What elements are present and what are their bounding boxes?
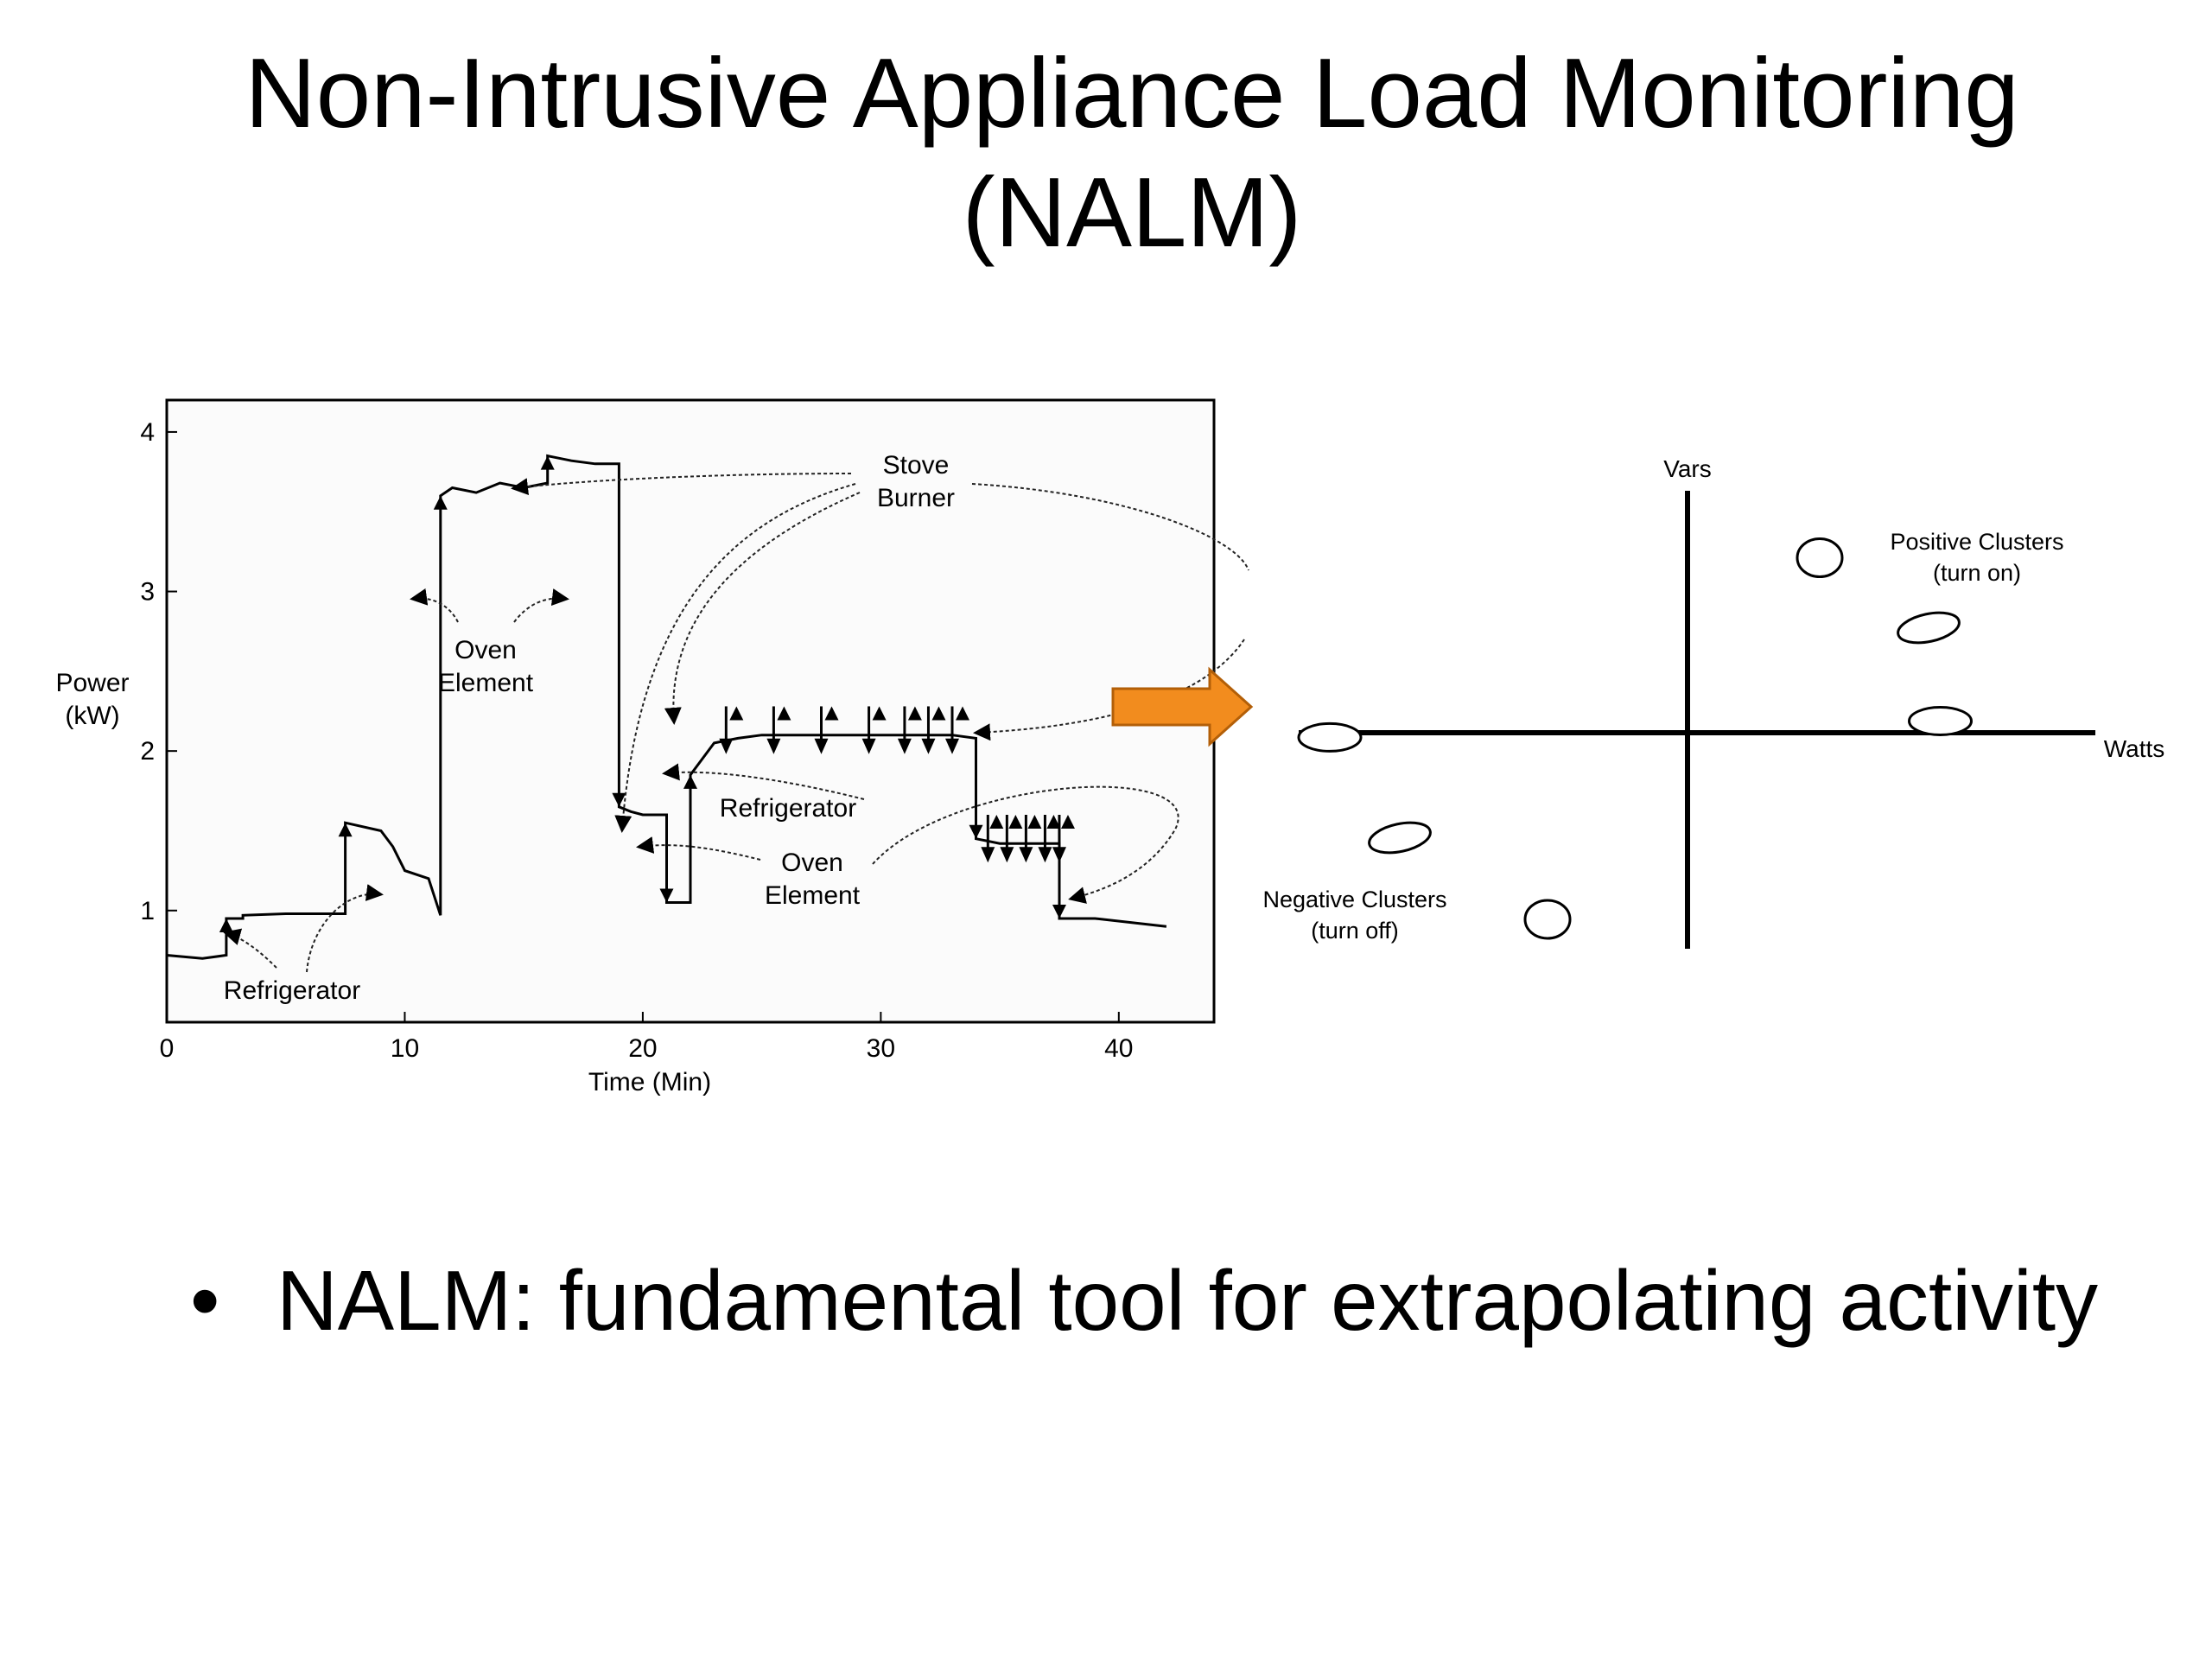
turn-on-arrow	[872, 706, 887, 721]
positive-clusters-label-2: (turn on)	[1933, 560, 2021, 586]
turn-on-arrow	[1008, 815, 1023, 829]
y-tick-label: 1	[140, 897, 155, 925]
turn-off-arrow	[612, 792, 626, 807]
turn-off-arrow	[766, 738, 781, 754]
negative-cluster	[1368, 821, 1432, 855]
y-tick-label: 2	[140, 737, 155, 766]
turn-off-arrow	[1052, 905, 1066, 918]
turn-off-arrow	[1052, 847, 1066, 863]
axis-ticks: 0 10 20 30 40 1 2 3 4	[140, 418, 1133, 1063]
turn-on-arrow	[1060, 815, 1075, 829]
plot-background	[165, 398, 1216, 1024]
x-axis-label: Time (Min)	[588, 1068, 711, 1096]
turn-off-arrow	[897, 738, 912, 754]
x-tick-label: 20	[628, 1034, 657, 1063]
turn-off-arrow	[659, 888, 674, 903]
negative-cluster	[1523, 899, 1572, 940]
y-tick-label: 4	[140, 418, 155, 447]
turn-on-arrow	[956, 706, 969, 721]
y-tick-label: 3	[140, 578, 155, 607]
y-axis-label-line1: Power	[55, 669, 129, 697]
vars-axis-label: Vars	[1663, 455, 1712, 482]
power-time-chart: 0 10 20 30 40 1 2 3 4 Power (kW) Time (Min) Stov…	[55, 398, 1249, 1096]
x-tick-label: 40	[1104, 1034, 1133, 1063]
annotation-refrigerator-mid: Refrigerator	[720, 794, 856, 823]
positive-cluster	[1796, 537, 1844, 578]
turn-off-arrow	[1038, 847, 1052, 863]
annotation-stove-burner-2: Burner	[877, 484, 955, 512]
negative-clusters-label-1: Negative Clusters	[1262, 887, 1446, 912]
turn-off-arrow	[1019, 847, 1033, 863]
turn-off-arrow	[861, 738, 876, 754]
annotation-refrigerator-bottom: Refrigerator	[224, 976, 360, 1005]
turn-on-arrow	[1046, 815, 1061, 829]
turn-off-arrow	[969, 824, 983, 839]
positive-cluster	[1897, 611, 1961, 645]
positive-clusters-label-1: Positive Clusters	[1890, 529, 2063, 555]
annotation-oven-element-top-2: Element	[438, 669, 534, 697]
turn-off-arrow	[1000, 847, 1014, 863]
watts-vars-plane: Vars Watts Positive Clusters (turn on) N…	[1262, 455, 2164, 949]
clusters	[1297, 537, 1973, 940]
annotation-oven-element-mid-2: Element	[765, 881, 861, 910]
negative-cluster	[1297, 721, 1363, 753]
watts-axis-label: Watts	[2104, 735, 2165, 762]
power-series	[166, 454, 1167, 960]
y-axis-label-line2: (kW)	[65, 702, 119, 730]
slide-title: Non-Intrusive Appliance Load Monitoring …	[0, 35, 2212, 273]
turn-off-arrow	[981, 847, 995, 863]
turn-off-arrow	[945, 738, 959, 754]
turn-off-arrow	[719, 738, 734, 754]
turn-on-arrow	[824, 706, 839, 721]
event-arrows	[219, 455, 1075, 932]
bullet-dot: •	[190, 1253, 220, 1348]
turn-on-arrow	[907, 706, 922, 721]
x-tick-label: 30	[867, 1034, 895, 1063]
turn-off-arrow	[814, 738, 829, 754]
turn-on-arrow	[777, 706, 791, 721]
callout-curves	[223, 473, 1249, 973]
bullet-text: NALM: fundamental tool for extrapolating…	[276, 1253, 2099, 1348]
annotation-oven-element-top-1: Oven	[454, 636, 517, 664]
turn-on-arrow	[729, 706, 744, 721]
bullet-point: • NALM: fundamental tool for extrapolatin…	[190, 1244, 2098, 1357]
turn-on-arrow	[433, 495, 448, 510]
turn-on-arrow	[683, 774, 697, 789]
x-tick-label: 0	[160, 1034, 175, 1063]
positive-cluster	[1908, 706, 1973, 736]
annotation-oven-element-mid-1: Oven	[781, 849, 843, 877]
turn-on-arrow	[1027, 815, 1042, 829]
turn-on-arrow	[540, 455, 555, 470]
turn-off-arrow	[921, 738, 936, 754]
x-tick-label: 10	[391, 1034, 419, 1063]
annotation-stove-burner-1: Stove	[883, 451, 950, 480]
turn-on-arrow	[338, 823, 353, 837]
title-line-1: Non-Intrusive Appliance Load Monitoring	[245, 39, 2019, 149]
transition-arrow	[1111, 666, 1254, 747]
title-line-2: (NALM)	[962, 158, 1302, 268]
turn-on-arrow	[931, 706, 946, 721]
power-line	[166, 454, 1167, 960]
turn-on-arrow	[989, 815, 1004, 829]
negative-clusters-label-2: (turn off)	[1311, 918, 1399, 944]
